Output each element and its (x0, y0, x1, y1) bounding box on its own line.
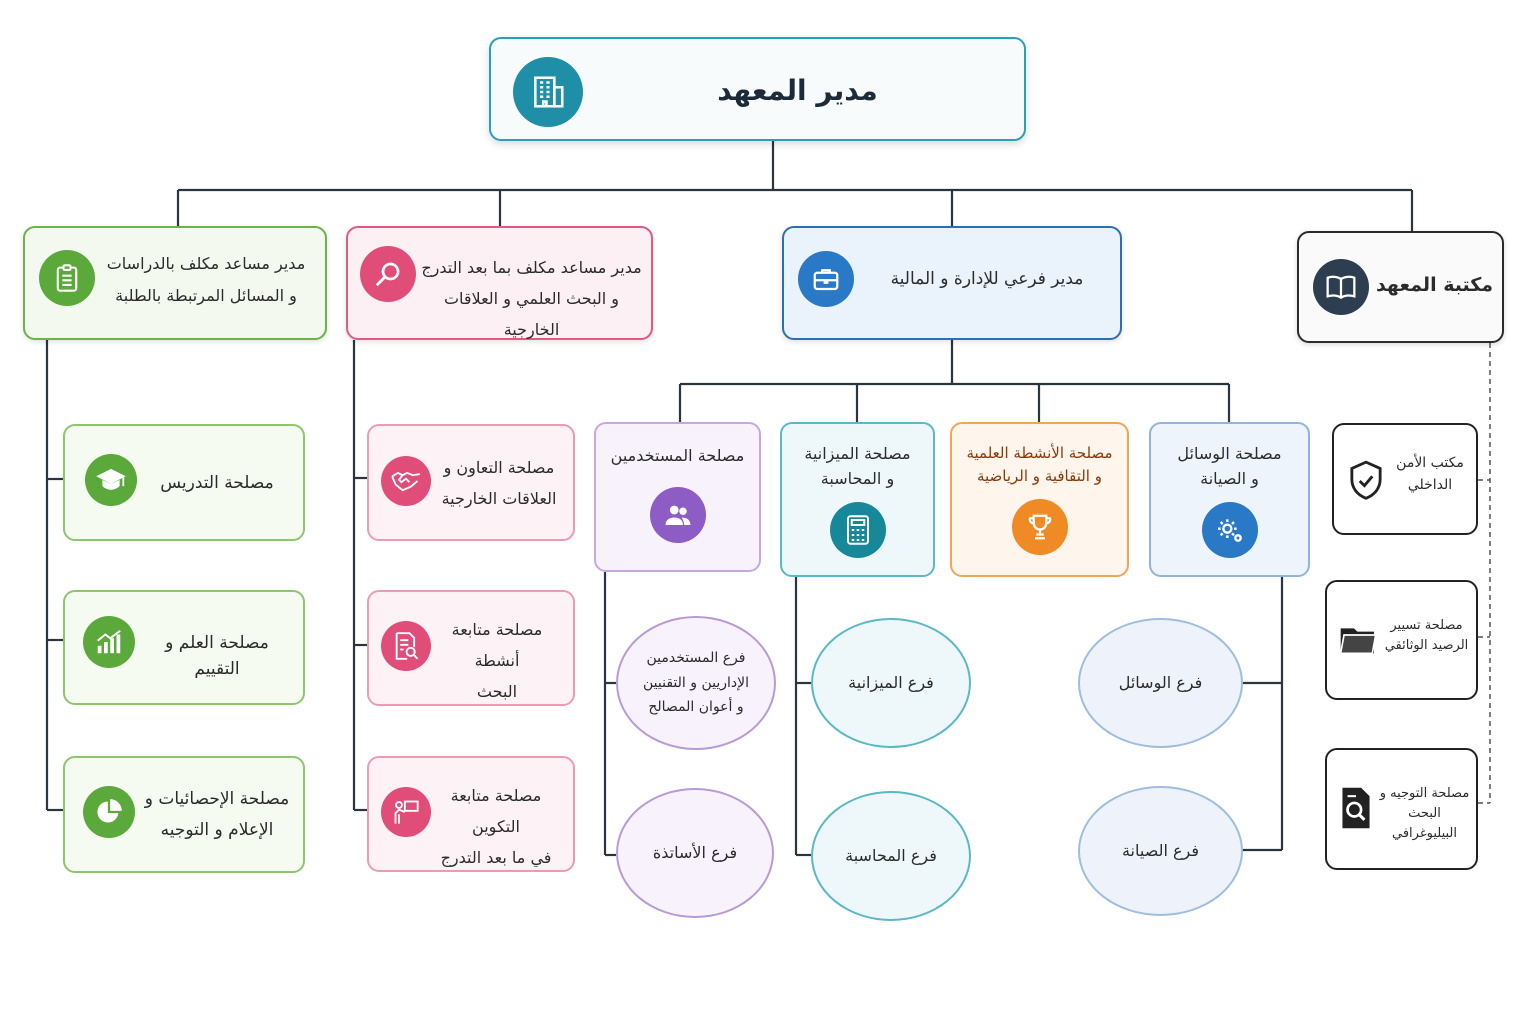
personnel-service: مصلحة المستخدمين (594, 422, 761, 572)
means-maintenance-line-1: مصلحة الوسائل (1177, 444, 1282, 463)
staff-branch-line-3: و أعوان المصالح (648, 699, 744, 716)
documentary-collection-line-1: مصلحة تسيير (1390, 618, 1463, 633)
means-branch-label: فرع الوسائل (1118, 672, 1203, 692)
cooperation-service: مصلحة التعاون و العلاقات الخارجية (367, 424, 575, 541)
studies-director-box: مدير مساعد مكلف بالدراسات و المسائل المر… (23, 226, 327, 340)
admin-finance-label: مدير فرعي للإدارة و المالية (890, 269, 1084, 289)
magnifier-icon (360, 246, 416, 302)
accounting-branch-label: فرع المحاسبة (845, 845, 937, 865)
studies-director-line-1: مدير مساعد مكلف بالدراسات (106, 254, 306, 273)
internal-security-line-2: الداخلي (1407, 476, 1453, 493)
building-icon (513, 57, 583, 127)
institute-director-title: مدير المعهد (717, 74, 878, 107)
research-director-box: مدير مساعد مكلف بما بعد التدرج و البحث ا… (346, 226, 653, 340)
studies-director-line-2: و المسائل المرتبطة بالطلبة (115, 286, 297, 305)
documentary-collection-line-2: الرصيد الوثائقي (1384, 638, 1469, 654)
documentary-collection-service: مصلحة تسيير الرصيد الوثائقي (1325, 580, 1478, 700)
internal-security-line-1: مكتب الأمن (1396, 455, 1464, 471)
maintenance-branch-label: فرع الصيانة (1121, 840, 1200, 860)
staff-branch-line-2: الإداريين و التقنيين (643, 674, 749, 691)
pie-chart-icon (83, 786, 135, 838)
budget-branch: فرع الميزانية (811, 618, 971, 748)
calculator-icon (829, 501, 886, 558)
handshake-icon (381, 456, 431, 506)
knowledge-evaluation-service: مصلحة العلم و التقييم (63, 590, 305, 705)
open-book-icon (1313, 259, 1369, 315)
professors-branch-label: فرع الأساتذة (652, 842, 738, 862)
document-search-icon (1339, 786, 1373, 834)
bibliographic-research-line-2: البحث البيليوغرافي (1392, 806, 1457, 842)
scientific-activities-line-2: و التقافية و الرياضية (976, 467, 1102, 486)
means-maintenance-line-2: و الصيانة (1200, 468, 1259, 488)
research-activities-line-2: البحث (476, 682, 518, 702)
institute-director-box: مدير المعهد (489, 37, 1026, 141)
maintenance-branch: فرع الصيانة (1078, 786, 1243, 916)
postgrad-training-line-1: مصلحة متابعة التكوين (450, 786, 542, 837)
growth-chart-icon (83, 616, 135, 668)
staff-branch: فرع المستخدمين الإداريين و التقنيين و أع… (616, 616, 776, 750)
trophy-icon (1011, 498, 1068, 555)
research-activities-line-1: مصلحة متابعة أنشطة (451, 620, 543, 671)
personnel-line-1: مصلحة المستخدمين (610, 446, 745, 465)
research-director-line-1: مدير مساعد مكلف بما بعد التدرج (421, 258, 642, 277)
statistics-orientation-line-2: الإعلام و التوجيه (160, 820, 274, 841)
means-branch: فرع الوسائل (1078, 618, 1243, 748)
postgrad-training-service: مصلحة متابعة التكوين في ما بعد التدرج (367, 756, 575, 872)
staff-branch-line-1: فرع المستخدمين (646, 650, 746, 667)
accounting-branch: فرع المحاسبة (811, 791, 971, 921)
statistics-orientation-service: مصلحة الإحصائيات و الإعلام و التوجيه (63, 756, 305, 873)
postgrad-training-line-2: في ما بعد التدرج (440, 848, 552, 868)
bibliographic-research-line-1: مصلحة التوجيه و (1379, 786, 1470, 801)
research-director-line-2: و البحث العلمي و العلاقات الخارجية (443, 289, 620, 340)
users-icon (649, 486, 706, 543)
teacher-board-icon (381, 787, 431, 837)
teaching-label: مصلحة التدريس (160, 473, 274, 493)
cooperation-line-1: مصلحة التعاون و (443, 458, 555, 477)
graduation-cap-icon (85, 454, 137, 506)
clipboard-icon (39, 250, 95, 306)
folder-icon (1339, 622, 1379, 662)
budget-branch-label: فرع الميزانية (848, 672, 934, 692)
cooperation-line-2: العلاقات الخارجية (441, 489, 557, 509)
budget-accounting-service: مصلحة الميزانية و المحاسبة (780, 422, 935, 577)
internal-security-office: مكتب الأمن الداخلي (1332, 423, 1478, 535)
budget-accounting-line-1: مصلحة الميزانية (804, 444, 911, 463)
shield-check-icon (1347, 459, 1385, 507)
professors-branch: فرع الأساتذة (616, 788, 774, 918)
library-label: مكتبة المعهد (1375, 274, 1494, 296)
briefcase-icon (798, 251, 854, 307)
research-report-icon (381, 621, 431, 671)
teaching-service: مصلحة التدريس (63, 424, 305, 541)
scientific-activities-line-1: مصلحة الأنشطة العلمية (966, 444, 1113, 462)
scientific-activities-service: مصلحة الأنشطة العلمية و التقافية و الريا… (950, 422, 1129, 577)
gears-icon (1201, 501, 1258, 558)
research-activities-service: مصلحة متابعة أنشطة البحث (367, 590, 575, 706)
means-maintenance-service: مصلحة الوسائل و الصيانة (1149, 422, 1310, 577)
admin-finance-director-box: مدير فرعي للإدارة و المالية (782, 226, 1122, 340)
statistics-orientation-line-1: مصلحة الإحصائيات و (144, 789, 290, 809)
knowledge-evaluation-label: مصلحة العلم و التقييم (165, 633, 269, 680)
bibliographic-research-service: مصلحة التوجيه و البحث البيليوغرافي (1325, 748, 1478, 870)
library-box: مكتبة المعهد (1297, 231, 1504, 343)
budget-accounting-line-2: و المحاسبة (820, 468, 895, 488)
